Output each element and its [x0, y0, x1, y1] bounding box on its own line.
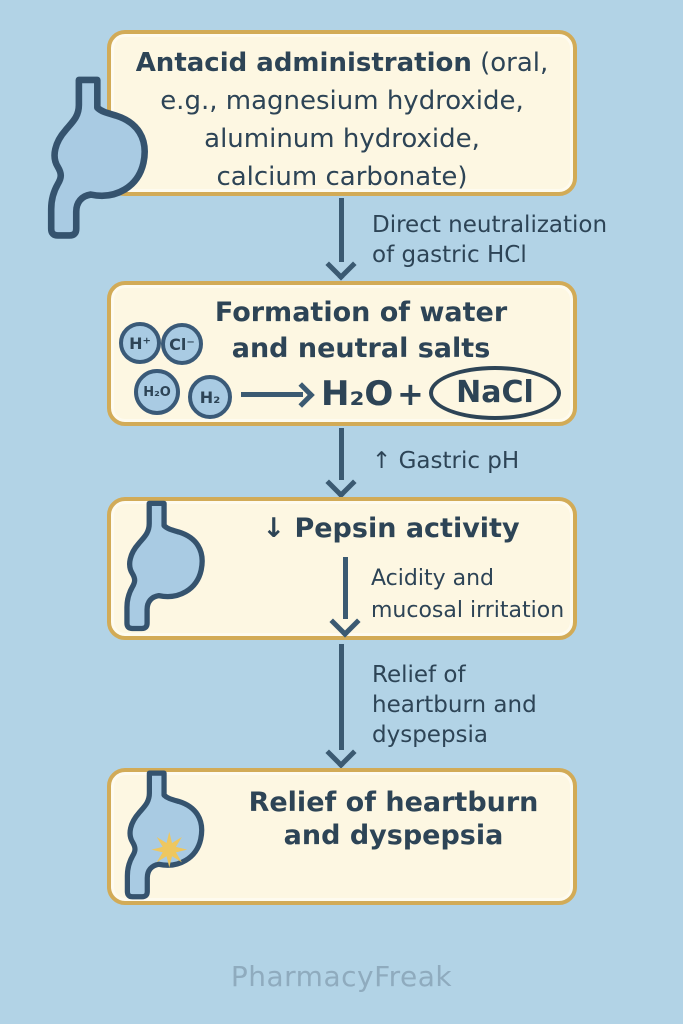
flow-arrow-2 — [323, 428, 359, 499]
flow-arrow-2-shaft — [338, 428, 344, 480]
box-antacid-line1: Antacid administration (oral, — [111, 44, 573, 82]
box-pepsin-inner-label: Acidity and mucosal irritation — [371, 566, 565, 623]
box-formation-title: Formation of water and neutral salts — [214, 297, 508, 364]
brand-text: PharmacyFreak — [230, 960, 453, 993]
stomach-icon — [30, 76, 162, 242]
box-pepsin-inner-arrow-head — [329, 606, 361, 638]
box-pepsin-activity: ↓ Pepsin activity Acidity and mucosal ir… — [107, 497, 577, 640]
hydrogen-ion-circle: H⁺ — [119, 322, 161, 364]
arrow-label-gastric-ph: ↑ Gastric pH — [372, 448, 520, 474]
stomach-icon-relief — [110, 770, 216, 902]
box-antacid-line4: calcium carbonate) — [216, 162, 468, 192]
box-antacid-administration: Antacid administration (oral, e.g., magn… — [107, 30, 577, 196]
arrow-label-relief: Relief of heartburn and dyspepsia — [372, 662, 537, 748]
box-formation-water-salts: Formation of water and neutral salts H⁺ … — [107, 281, 577, 426]
flow-arrow-3 — [323, 644, 359, 769]
box-antacid-title: Antacid administration — [135, 48, 472, 78]
flow-arrow-1-head — [325, 249, 357, 281]
h2-molecule-circle: H₂ — [188, 375, 232, 419]
flow-arrow-3-shaft — [338, 644, 344, 750]
arrow-label-neutralization: Direct neutralization of gastric HCl — [372, 212, 608, 268]
box-pepsin-inner-arrow — [327, 557, 363, 638]
chloride-ion-circle: Cl⁻ — [161, 323, 203, 365]
flow-arrow-3-head — [325, 737, 357, 769]
reaction-arrow — [241, 381, 315, 408]
box-antacid-line3: aluminum hydroxide, — [204, 124, 480, 154]
box-pepsin-inner-arrow-shaft — [342, 557, 348, 619]
formula-plus: + — [397, 375, 424, 413]
flow-arrow-1 — [323, 198, 359, 281]
stomach-icon-pepsin — [110, 500, 216, 634]
water-molecule-circle: H₂O — [134, 369, 180, 415]
formula-nacl-oval: NaCl — [429, 366, 561, 420]
formula-water: H₂O — [321, 374, 394, 414]
box-antacid-text: Antacid administration (oral, e.g., magn… — [111, 34, 573, 196]
flow-arrow-1-shaft — [338, 198, 344, 262]
flow-arrow-2-head — [325, 467, 357, 499]
box-pepsin-title: ↓ Pepsin activity — [262, 513, 520, 544]
reaction-arrow-shaft — [241, 391, 303, 397]
reaction-arrow-head — [289, 382, 315, 408]
box-antacid-title-rest: (oral, — [471, 48, 549, 78]
box-antacid-line2: e.g., magnesium hydroxide, — [160, 86, 524, 116]
starburst-icon — [151, 831, 188, 868]
box-relief-title: Relief of heartburn and dyspepsia — [248, 787, 539, 851]
